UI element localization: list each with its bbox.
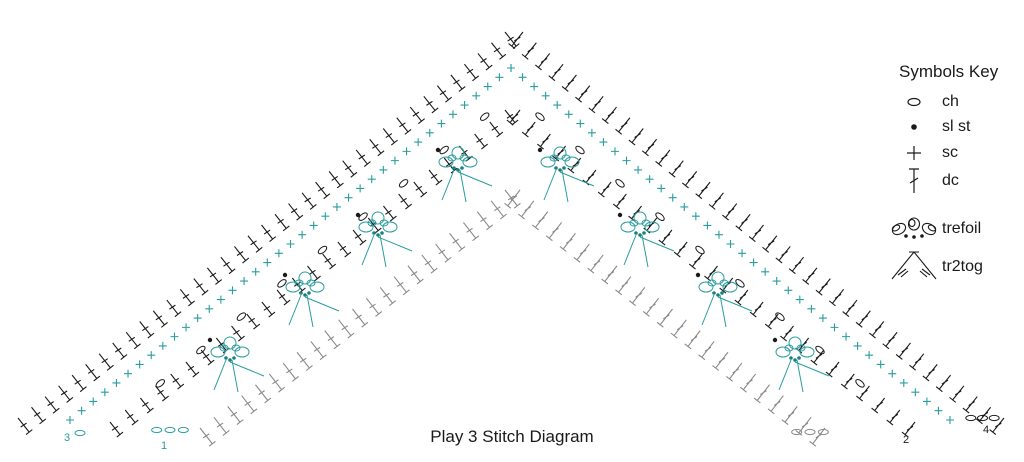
ch-icon	[884, 87, 944, 117]
trefoil-3	[438, 156, 454, 168]
trefoil-4	[540, 156, 556, 168]
inner-right-dc	[504, 189, 521, 209]
row3-left-sc	[66, 416, 74, 424]
row3-right-sc	[507, 64, 515, 72]
trefoil-icon	[884, 214, 944, 244]
dc-icon	[884, 166, 944, 196]
sc-icon	[884, 138, 944, 168]
key-label-ch: ch	[942, 93, 959, 110]
row-label-3: 3	[64, 432, 71, 444]
sl-st-icon	[884, 112, 944, 142]
row2-right-dc	[506, 109, 521, 126]
key-label-sc: sc	[942, 144, 958, 161]
row2-right-ch	[535, 112, 545, 121]
row3-base-ch	[74, 429, 86, 437]
trefoil-2	[358, 221, 374, 233]
key-row-dc: dc	[884, 166, 959, 196]
row-label-1: 1	[161, 440, 168, 452]
key-label-sl-st: sl st	[942, 118, 971, 135]
stitch-rows	[17, 31, 1005, 447]
diagram-caption: Play 3 Stitch Diagram	[430, 427, 594, 446]
key-row-sl-st: sl st	[884, 112, 970, 142]
symbols-key-title: Symbols Key	[899, 62, 999, 81]
key-label-tr2tog: tr2tog	[942, 258, 983, 275]
key-row-tr2tog: tr2tog	[884, 251, 983, 282]
row2-left-ch	[155, 379, 165, 388]
row4-base-ch	[965, 414, 977, 422]
gray-base-ch	[791, 428, 803, 436]
row-label-4: 4	[983, 424, 990, 436]
key-label-trefoil: trefoil	[942, 220, 982, 237]
key-row-ch: ch	[884, 87, 959, 117]
trefoil-1	[285, 281, 301, 293]
row2-left-dc	[109, 421, 124, 438]
key-row-sc: sc	[884, 138, 958, 168]
trefoil-0	[210, 346, 226, 358]
trefoil-7	[775, 346, 791, 358]
inner-left-dc	[199, 427, 216, 447]
tr2tog-icon	[884, 251, 944, 282]
row1-base-ch	[151, 426, 163, 434]
trefoil-5	[620, 221, 636, 233]
key-label-dc: dc	[942, 172, 959, 189]
row4-left-dc	[17, 417, 33, 436]
row-label-2: 2	[903, 434, 910, 446]
trefoil-6	[698, 281, 714, 293]
key-row-trefoil: trefoil	[884, 214, 981, 244]
row4-right-dc	[508, 31, 524, 49]
